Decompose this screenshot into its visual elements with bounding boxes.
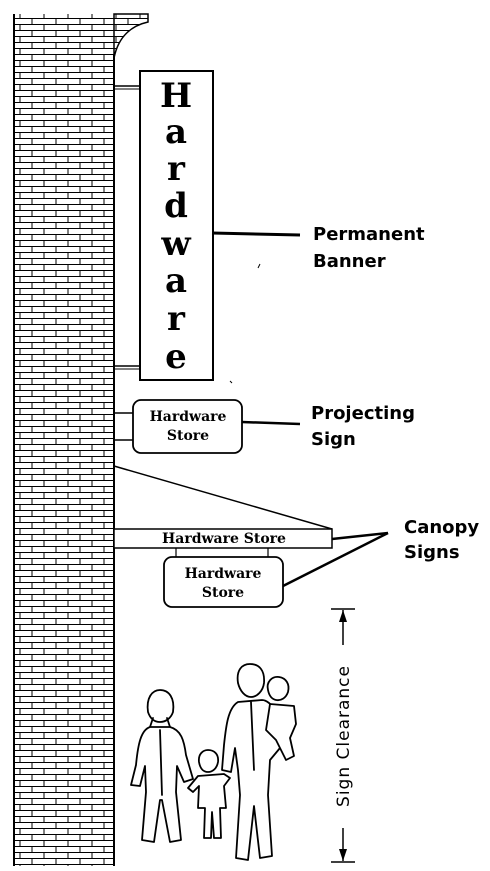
banner-letter: r	[167, 149, 186, 189]
projecting-sign-line1: Hardware	[150, 409, 227, 425]
arrow-down-icon	[339, 849, 347, 861]
banner-leader-line	[211, 231, 301, 237]
label-canopy: Canopy	[404, 517, 479, 538]
canopy: Hardware Store	[113, 465, 333, 557]
banner-letter: H	[160, 76, 192, 116]
leader-lines	[211, 231, 389, 588]
canopy-leader-line	[331, 531, 389, 541]
projecting-sign: Hardware Store	[114, 399, 243, 454]
stray-mark	[257, 263, 261, 269]
banner-letter: w	[160, 224, 191, 264]
child-figure	[187, 749, 231, 839]
projecting-sign-line2: Store	[167, 428, 209, 444]
projecting-leader-line	[241, 420, 301, 426]
label-signs: Signs	[404, 542, 460, 563]
hanging-canopy-sign: Hardware Store	[163, 556, 284, 608]
hanging-sign-leader-line	[282, 531, 389, 588]
banner-letter: e	[165, 337, 187, 377]
label-sign: Sign	[311, 429, 356, 450]
sign-clearance-label: Sign Clearance	[334, 665, 354, 807]
hanging-sign-line2: Store	[202, 585, 244, 601]
wall-cornice	[113, 13, 149, 59]
permanent-banner: H a r d w a r e	[114, 70, 214, 381]
canopy-strip-text: Hardware Store	[162, 531, 286, 547]
label-permanent: Permanent	[313, 224, 425, 245]
woman-figure	[130, 689, 194, 843]
labels: Permanent Banner Projecting Sign Canopy …	[311, 224, 479, 563]
pedestrians	[130, 663, 297, 861]
label-projecting: Projecting	[311, 403, 415, 424]
banner-letter: r	[167, 299, 186, 339]
banner-letter: d	[164, 186, 188, 226]
clearance-dimension: Sign Clearance	[331, 608, 355, 863]
man-figure	[221, 663, 281, 861]
toddler-figure	[265, 676, 297, 761]
stray-mark	[229, 380, 233, 384]
canopy-top-edge	[113, 465, 333, 530]
hanging-sign-line1: Hardware	[185, 566, 262, 582]
banner-letter: a	[165, 112, 187, 152]
label-banner: Banner	[313, 251, 386, 272]
banner-letter: a	[165, 261, 187, 301]
arrow-up-icon	[339, 610, 347, 622]
brick-wall	[13, 13, 149, 866]
